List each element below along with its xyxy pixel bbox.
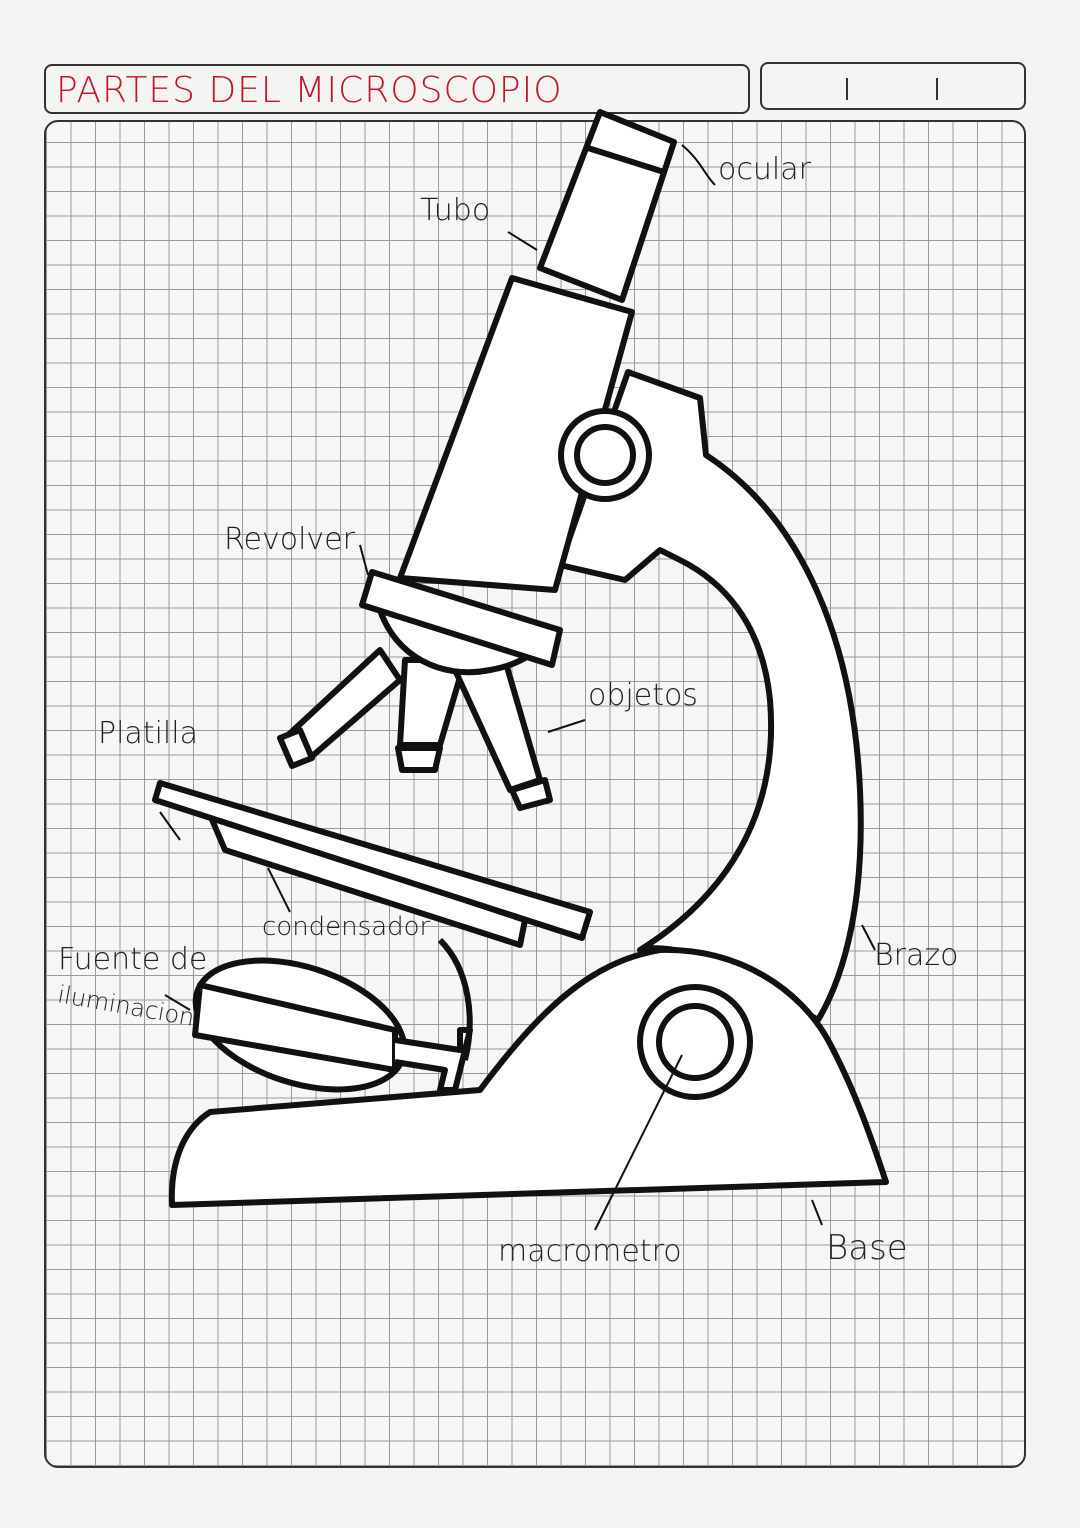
lamp-stem <box>394 1027 473 1093</box>
eyepiece <box>537 109 677 303</box>
objectives <box>277 647 553 811</box>
stage <box>152 780 593 941</box>
revolver <box>359 569 563 668</box>
label-revolver: Revolver <box>224 522 355 557</box>
label-brazo: Brazo <box>874 938 959 973</box>
lamp-housing <box>192 982 398 1073</box>
label-base: Base <box>826 1228 908 1268</box>
condenser-arm <box>437 937 473 1061</box>
label-condensador: condensador <box>262 912 431 942</box>
label-platilla: Platilla <box>98 716 198 751</box>
label-macrometro: macrometro <box>498 1234 682 1269</box>
header-side-box <box>760 62 1026 110</box>
label-tubo: Tubo <box>420 193 491 228</box>
tube-body <box>397 275 635 593</box>
title-box: PARTES DEL MICROSCOPIO <box>44 64 750 114</box>
label-objetos: objetos <box>588 678 698 713</box>
leader-lines <box>159 144 876 1231</box>
label-ocular: ocular <box>718 152 811 187</box>
page-title: PARTES DEL MICROSCOPIO <box>56 70 563 111</box>
label-fuente-1: Fuente de <box>58 942 208 977</box>
